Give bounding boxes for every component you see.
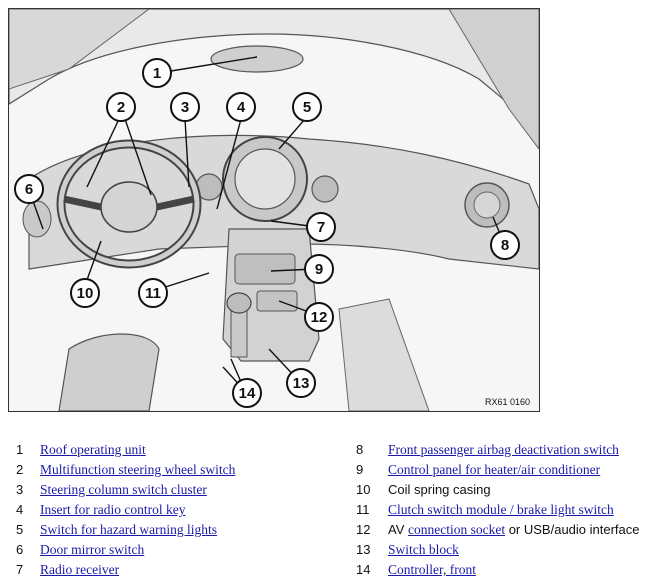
svg-text:3: 3 [181,99,189,116]
passenger-footwell [338,298,430,411]
legend-item: 7 Radio receiver [16,560,336,580]
gear-stick [230,308,248,358]
legend-item: 3 Steering column switch cluster [16,480,336,500]
center-vent-right [311,175,339,203]
legend-number: 10 [356,482,371,497]
legend-mixed-text: AV connection socket or USB/audio interf… [388,520,640,540]
heater-control-panel-shape [234,253,296,285]
leader-lines [32,56,504,392]
a-pillar-right [448,9,539,150]
callout-8: 8 [490,230,520,260]
legend-link[interactable]: Multifunction steering wheel switch [40,462,236,477]
legend-link[interactable]: connection socket [408,522,506,537]
callout-10: 10 [70,278,100,308]
svg-text:8: 8 [501,237,509,254]
legend-item: 14 Controller, front [356,560,656,580]
dashboard-drawing: 1 2 3 4 5 6 7 8 9 10 11 12 13 14 RX61 01… [9,9,539,411]
callout-3: 3 [170,92,200,122]
steering-wheel-rim-highlight [58,141,200,267]
svg-text:9: 9 [315,261,323,278]
switch-block-shape [256,290,298,312]
legend-item: 6 Door mirror switch [16,540,336,560]
legend-number: 14 [356,562,371,577]
legend-number: 1 [16,442,24,457]
callout-13: 13 [286,368,316,398]
callout-6: 6 [14,174,44,204]
svg-text:10: 10 [77,285,94,302]
legend-number: 2 [16,462,24,477]
svg-text:12: 12 [311,309,328,326]
side-vent-right-inner [473,191,501,219]
callout-5: 5 [292,92,322,122]
legend-link[interactable]: Radio receiver [40,562,120,577]
dashboard-illustration: 1 2 3 4 5 6 7 8 9 10 11 12 13 14 RX61 01… [8,8,540,412]
legend-item: 1 Roof operating unit [16,440,336,460]
windscreen [9,9,539,130]
callout-7: 7 [306,212,336,242]
callout-11: 11 [138,278,168,308]
legend-link[interactable]: Controller, front [388,562,476,577]
legend-number: 8 [356,442,364,457]
callout-2: 2 [106,92,136,122]
legend-link[interactable]: Door mirror switch [40,542,145,557]
legend-item: 12 AV connection socket or USB/audio int… [356,520,656,540]
legend-item: 9 Control panel for heater/air condition… [356,460,656,480]
legend-link[interactable]: Steering column switch cluster [40,482,207,497]
legend-number: 4 [16,502,24,517]
legend-link[interactable]: Clutch switch module / brake light switc… [388,502,614,517]
svg-text:1: 1 [153,65,161,82]
legend-number: 3 [16,482,24,497]
legend-item: 8 Front passenger airbag deactivation sw… [356,440,656,460]
legend-link[interactable]: Switch block [388,542,459,557]
svg-text:5: 5 [303,99,311,116]
svg-text:13: 13 [293,375,310,392]
legend-text: Coil spring casing [388,482,491,497]
legend-item: 5 Switch for hazard warning lights [16,520,336,540]
legend-link[interactable]: Insert for radio control key [40,502,186,517]
legend-item: 10 Coil spring casing [356,480,656,500]
legend-link[interactable]: Control panel for heater/air conditioner [388,462,601,477]
callout-4: 4 [226,92,256,122]
legend-link[interactable]: Switch for hazard warning lights [40,522,217,537]
legend-number: 11 [356,502,370,517]
legend-item: 2 Multifunction steering wheel switch [16,460,336,480]
gear-knob [226,292,252,314]
legend: 1 Roof operating unit 2 Multifunction st… [0,438,658,587]
callout-12: 12 [304,302,334,332]
legend-prefix: AV [388,522,408,537]
legend-link[interactable]: Roof operating unit [40,442,146,457]
legend-suffix: or USB/audio interface [505,522,640,537]
speedometer-face [234,148,296,210]
legend-item: 13 Switch block [356,540,656,560]
callout-9: 9 [304,254,334,284]
legend-number: 13 [356,542,371,557]
svg-text:4: 4 [237,99,246,116]
legend-item: 11 Clutch switch module / brake light sw… [356,500,656,520]
legend-number: 6 [16,542,24,557]
legend-link[interactable]: Front passenger airbag deactivation swit… [388,442,619,457]
legend-number: 7 [16,562,24,577]
roof-operating-unit-shape [210,45,304,73]
legend-number: 5 [16,522,24,537]
steering-spoke-right [156,195,195,211]
svg-text:7: 7 [317,219,325,236]
callout-14: 14 [232,378,262,408]
a-pillar-left [9,9,150,90]
svg-text:2: 2 [117,99,125,116]
callout-1: 1 [142,58,172,88]
legend-number: 12 [356,522,371,537]
figure-code: RX61 0160 [485,397,530,407]
legend-number: 9 [356,462,364,477]
door-mirror-switch-shape [22,200,52,238]
driver-seat-edge [58,333,160,411]
svg-text:14: 14 [239,385,256,402]
legend-item: 4 Insert for radio control key [16,500,336,520]
svg-text:11: 11 [145,285,161,302]
svg-text:6: 6 [25,181,33,198]
steering-spoke-left [63,195,102,211]
